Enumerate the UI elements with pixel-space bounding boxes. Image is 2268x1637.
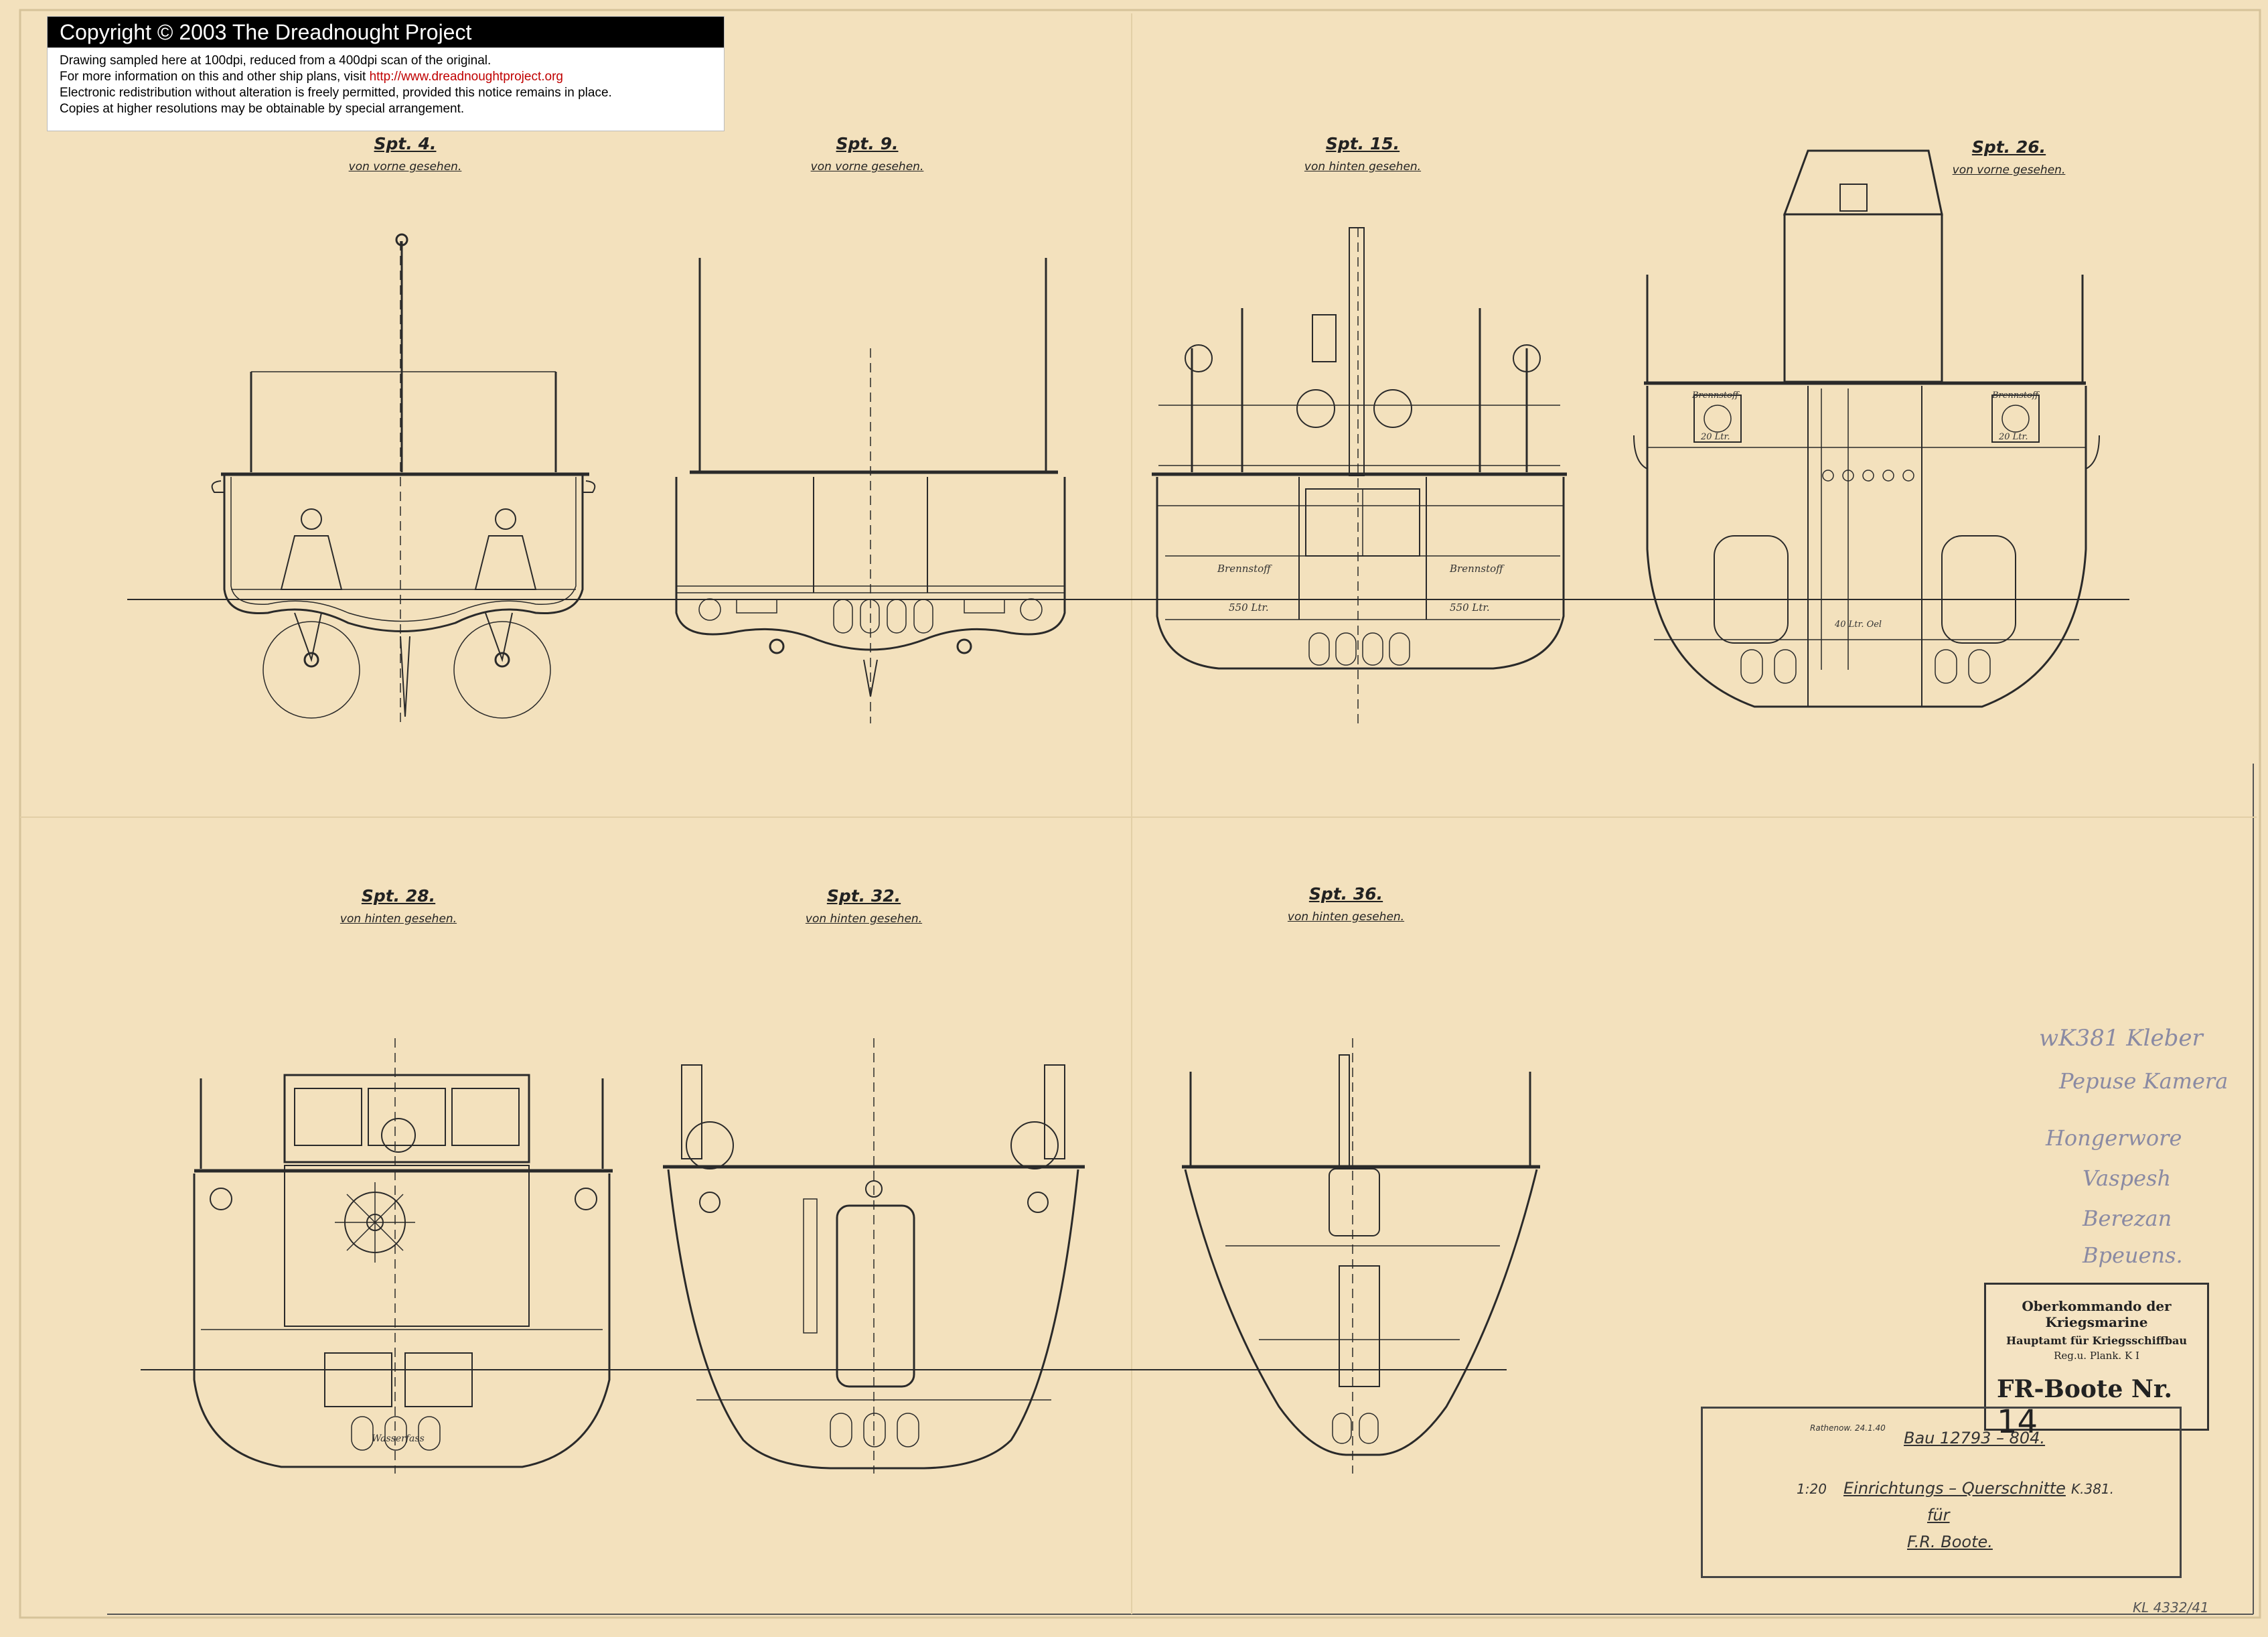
annotation-brennstoff-26-right: Brennstoff [1992, 390, 2039, 401]
handwritten-note-5: Berezan [2083, 1206, 2172, 1231]
annotation-550-right: 550 Ltr. [1450, 601, 1490, 614]
stamp-line-2: Hauptamt für Kriegsschiffbau [2006, 1334, 2188, 1347]
copyright-notice: Copyright © 2003 The Dreadnought Project… [47, 16, 725, 131]
annotation-brennstoff-right: Brennstoff [1450, 563, 1503, 575]
title-main: Einrichtungs – Querschnitte [1843, 1479, 2066, 1498]
section-label-spt32: Spt. 32. von hinten gesehen. [780, 886, 948, 926]
section-subtitle: von vorne gesehen. [348, 160, 462, 173]
section-title: Spt. 4. [374, 134, 437, 153]
section-label-spt36: Spt. 36. von hinten gesehen. [1262, 884, 1430, 924]
handwritten-note-3: Hongerwore [2046, 1125, 2182, 1151]
section-label-spt28: Spt. 28. von hinten gesehen. [315, 886, 482, 926]
section-subtitle: von hinten gesehen. [339, 912, 457, 926]
annotation-40-oel: 40 Ltr. Oel [1835, 620, 1882, 630]
section-subtitle: von hinten gesehen. [805, 912, 923, 926]
section-title: Spt. 9. [836, 134, 899, 153]
title-boats: F.R. Boote. [1907, 1533, 1993, 1551]
notice-line-4: Copies at higher resolutions may be obta… [60, 102, 465, 116]
section-spt9-drawing [643, 258, 1125, 723]
stamp-line-4: FR-Boote Nr. 14 [1986, 1375, 2207, 1441]
stamp-line-3: Reg.u. Plank. K I [2054, 1350, 2139, 1362]
section-spt36-drawing [1138, 1038, 1540, 1474]
stamp-line-1: Oberkommando der Kriegsmarine [2022, 1298, 2172, 1330]
handwritten-note-2: Pepuse Kamera [2059, 1068, 2228, 1094]
section-spt32-drawing [656, 1038, 1138, 1474]
handwritten-note-4: Vaspesh [2083, 1165, 2172, 1191]
section-subtitle: von hinten gesehen. [1304, 160, 1422, 173]
section-title: Spt. 28. [361, 886, 436, 906]
annotation-550-left: 550 Ltr. [1229, 601, 1269, 614]
notice-line-2: For more information on this and other s… [48, 69, 724, 85]
section-label-spt9: Spt. 9. von vorne gesehen. [783, 134, 951, 173]
section-label-spt15: Spt. 15. von hinten gesehen. [1279, 134, 1446, 173]
handwritten-note-1: wK381 Kleber [2039, 1025, 2203, 1052]
title-bau: Bau 12793 – 804. [1904, 1429, 2046, 1447]
annotation-brennstoff-26-left: Brennstoff [1692, 390, 1739, 401]
naval-command-stamp: Oberkommando der Kriegsmarine Hauptamt f… [1984, 1283, 2209, 1441]
section-title: Spt. 36. [1308, 884, 1383, 904]
notice-line-2-text: For more information on this and other s… [60, 70, 370, 84]
section-spt15-drawing [1125, 227, 1607, 723]
section-label-spt26: Spt. 26. von vorne gesehen. [1925, 137, 2093, 177]
stamp-number: 14 [1997, 1403, 2038, 1441]
title-block: Rathenow. 24.1.40 Bau 12793 – 804. 1:20 … [1701, 1407, 2182, 1578]
section-subtitle: von vorne gesehen. [1952, 163, 2066, 177]
title-scale: 1:20 [1797, 1481, 1827, 1497]
section-subtitle: von vorne gesehen. [810, 160, 924, 173]
title-fuer: für [1927, 1506, 1950, 1524]
section-spt26-drawing [1607, 149, 2129, 708]
section-subtitle: von hinten gesehen. [1287, 910, 1405, 924]
archive-reference: KL 4332/41 [2133, 1599, 2209, 1616]
title-code: K.381. [2071, 1481, 2115, 1497]
section-title: Spt. 26. [1971, 137, 2046, 157]
stamp-boats-label: FR-Boote Nr. [1997, 1375, 2173, 1403]
annotation-wasserfass: Wasserfass [372, 1433, 425, 1444]
notice-line-1: Drawing sampled here at 100dpi, reduced … [60, 54, 492, 68]
title-date: Rathenow. 24.1.40 [1810, 1423, 1886, 1433]
annotation-20-left: 20 Ltr. [1701, 432, 1730, 442]
dreadnought-link[interactable]: http://www.dreadnoughtproject.org [369, 70, 563, 84]
section-spt4-drawing [127, 233, 650, 723]
section-label-spt4: Spt. 4. von vorne gesehen. [321, 134, 489, 173]
notice-line-3: Electronic redistribution without altera… [60, 86, 612, 100]
copyright-title: Copyright © 2003 The Dreadnought Project [48, 17, 724, 48]
annotation-brennstoff-left: Brennstoff [1217, 563, 1271, 575]
annotation-20-right: 20 Ltr. [1999, 432, 2028, 442]
section-title: Spt. 32. [826, 886, 901, 906]
section-title: Spt. 15. [1325, 134, 1400, 153]
section-spt28-drawing [141, 1038, 656, 1474]
handwritten-note-6: Bpeuens. [2083, 1242, 2183, 1268]
